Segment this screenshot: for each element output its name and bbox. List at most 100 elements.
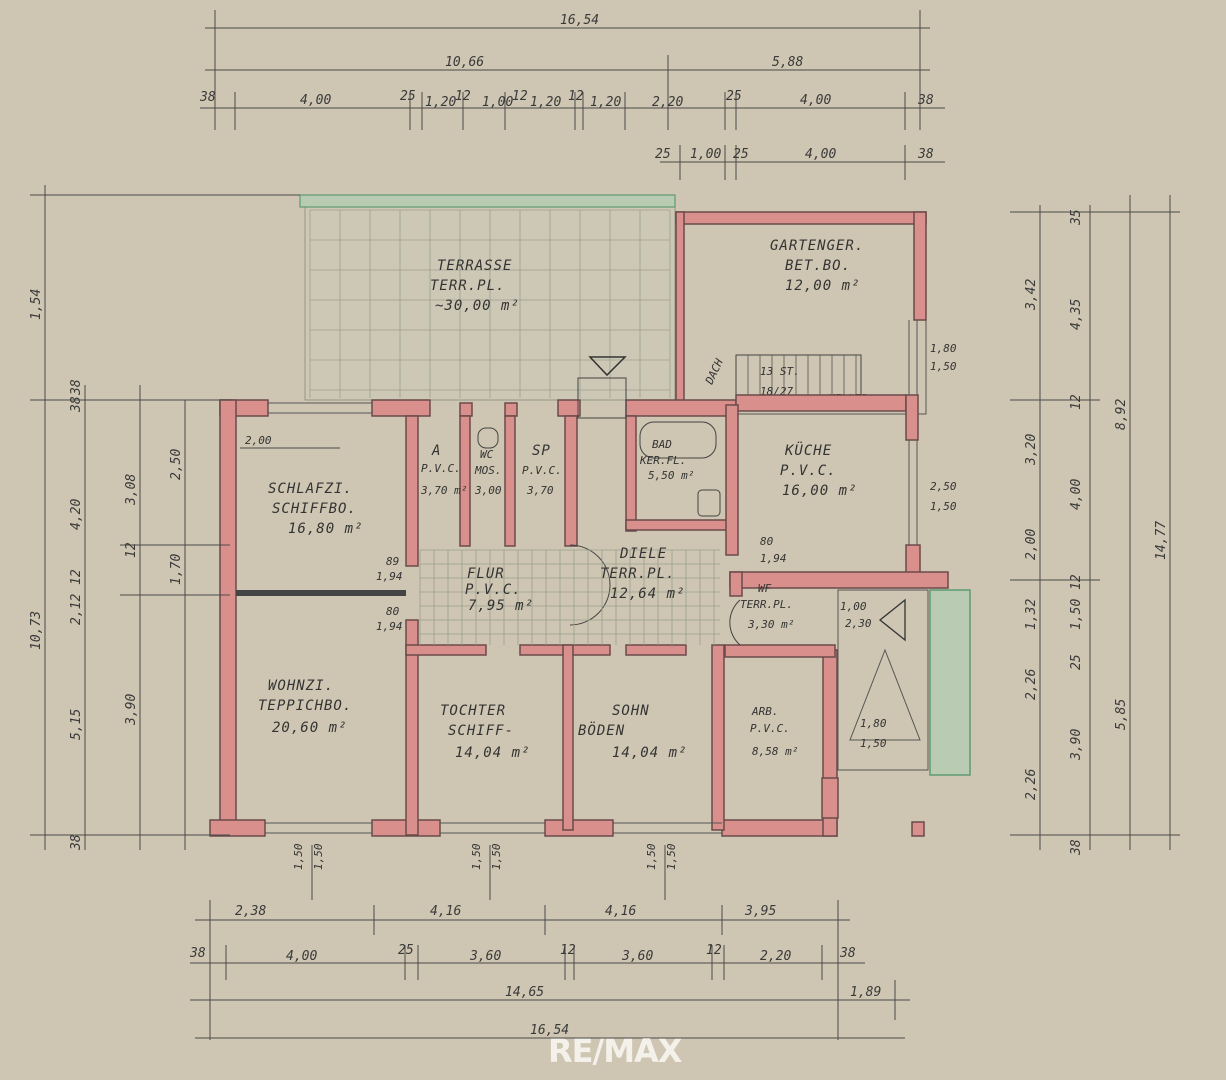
dim-left-8: 3,90	[124, 694, 139, 726]
entry-arrow-icon	[588, 356, 627, 377]
window-label-1: 1,50	[312, 843, 325, 870]
opening-11: 1,94	[376, 570, 403, 583]
dim-top-row4-3: 4,00	[805, 147, 836, 162]
window-label-4: 1,50	[645, 843, 658, 870]
dim-right-10: 2,26	[1024, 669, 1039, 700]
dim-right-13: 2,26	[1024, 769, 1039, 800]
wohnzi-floor: TEPPICHBO.	[258, 698, 352, 714]
wc-bowl	[477, 427, 499, 449]
dim-top-row3-1: 4,00	[300, 93, 331, 108]
dim-bottom-row2-6: 12	[706, 943, 722, 958]
dim-left-10: 12	[124, 542, 139, 558]
dim-right-17: 12	[1069, 574, 1084, 590]
dim-left-3: 4,20	[69, 499, 84, 530]
dim-right-11: 25	[1069, 654, 1084, 670]
arb-name: ARB.	[751, 705, 779, 718]
dim-bottom-row1-3: 3,95	[744, 904, 776, 919]
tochter-floor: SCHIFF-	[448, 723, 514, 739]
opening-12: 80	[386, 605, 400, 618]
gartenger-name: GARTENGER.	[770, 238, 864, 254]
dim-right-4: 14,77	[1154, 521, 1169, 560]
dim-top-row2-a: 10,66	[445, 55, 484, 70]
windows	[265, 320, 918, 834]
sohn-name: SOHN	[612, 703, 650, 719]
top-dimensions: 16,54 10,66 5,88 38 4,00 25 1,20 12 1,00…	[199, 10, 945, 180]
window-label-2: 1,50	[470, 843, 483, 870]
opening-8: 80	[760, 535, 774, 548]
dim-left-6: 3,08	[124, 474, 139, 506]
kueche-floor: P.V.C.	[780, 463, 837, 479]
entrance-canopy	[837, 589, 971, 776]
dim-top-row2-b: 5,88	[772, 55, 803, 70]
remax-logo: RE/MAX	[548, 1032, 683, 1070]
dim-right-0: 35	[1069, 209, 1084, 226]
dim-right-9: 1,50	[1069, 599, 1084, 630]
diele-floor: TERR.PL.	[600, 566, 675, 582]
dim-left-2: 38	[69, 396, 84, 413]
gartenger-floor: BET.BO.	[785, 258, 851, 274]
dim-bottom-row2-7: 2,20	[760, 949, 791, 964]
bad-name: BAD	[652, 438, 672, 451]
dim-right-16: 12	[1069, 394, 1084, 410]
dim-left-5: 5,15	[69, 709, 84, 740]
tochter-name: TOCHTER	[440, 703, 506, 719]
flur-area: 7,95 m²	[468, 598, 534, 614]
kueche-area: 16,00 m²	[782, 483, 857, 499]
opening-4: 1,00	[840, 600, 867, 613]
room-labels: 2,00 SCHLAFZI. SCHIFFBO. 16,80 m² A P.V.…	[240, 434, 857, 761]
bad-floor: KER.FL.	[639, 454, 686, 467]
dim-top-row3-12: 4,00	[800, 93, 831, 108]
flur-name: FLUR	[467, 566, 505, 582]
schlafzi-name: SCHLAFZI.	[268, 481, 353, 497]
dim-left-4: 2,12	[69, 594, 84, 625]
dim-top-row3-4: 12	[455, 89, 471, 104]
wf-area: 3,30 m²	[747, 618, 794, 631]
dim-top-row4-0: 25	[655, 147, 671, 162]
window-labels: 1,50 1,50 1,50 1,50 1,50 1,50	[292, 843, 678, 900]
dim-right-3: 8,92	[1114, 399, 1129, 430]
dim-left-13: 38	[69, 379, 84, 396]
a-area: 3,70 m²	[420, 484, 467, 497]
dim-top-row3-9: 1,20	[590, 95, 621, 110]
opening-13: 1,94	[376, 620, 403, 633]
dim-top-row3-11: 25	[726, 89, 742, 104]
wohnzi-area: 20,60 m²	[272, 720, 347, 736]
opening-3: 1,50	[930, 500, 957, 513]
dim-left-11: 12	[69, 569, 84, 585]
dim-left-12: 38	[69, 834, 84, 851]
dim-top-row4-4: 38	[917, 147, 934, 162]
dim-bottom-row2-4: 12	[560, 943, 576, 958]
dim-top-row3-5: 1,00	[482, 95, 513, 110]
opening-0: 1,80	[930, 342, 957, 355]
dim-bottom-row3-0: 14,65	[505, 985, 544, 1000]
dim-bottom-row1-2: 4,16	[605, 904, 636, 919]
dim-top-row3-0: 38	[199, 90, 216, 105]
opening-labels: 1,80 1,50 2,50 1,50 1,00 2,30 1,80 1,50 …	[376, 342, 957, 750]
dim-top-row3-13: 38	[917, 93, 934, 108]
dim-right-14: 5,85	[1114, 699, 1129, 730]
opening-9: 1,94	[760, 552, 787, 565]
dim-left-1: 10,73	[29, 611, 44, 650]
terrasse-area: ~30,00 m²	[435, 298, 520, 314]
window-label-3: 1,50	[490, 843, 503, 870]
schlafzi-area: 16,80 m²	[288, 521, 363, 537]
dim-left-7: 1,70	[169, 554, 184, 585]
a-floor: P.V.C.	[421, 462, 461, 475]
opening-7: 1,50	[860, 737, 887, 750]
opening-1: 1,50	[930, 360, 957, 373]
arb-floor: P.V.C.	[750, 722, 790, 735]
tochter-area: 14,04 m²	[455, 745, 530, 761]
right-dimensions: 35 3,42 4,35 8,92 14,77 3,20 2,00 4,00 1…	[1010, 195, 1180, 856]
wf-name: WF	[758, 582, 772, 595]
dim-right-8: 1,32	[1024, 599, 1039, 630]
terrace: TERRASSE TERR.PL. ~30,00 m²	[299, 194, 676, 401]
sp-name: SP	[532, 443, 551, 459]
dim-left-0: 1,54	[29, 289, 44, 320]
opening-2: 2,50	[930, 480, 957, 493]
opening-10: 89	[386, 555, 399, 568]
sohn-floor: BÖDEN	[578, 721, 625, 739]
wc-name: WC	[480, 448, 494, 461]
schlafzi-note: 2,00	[245, 434, 272, 447]
door-swings	[569, 544, 741, 646]
